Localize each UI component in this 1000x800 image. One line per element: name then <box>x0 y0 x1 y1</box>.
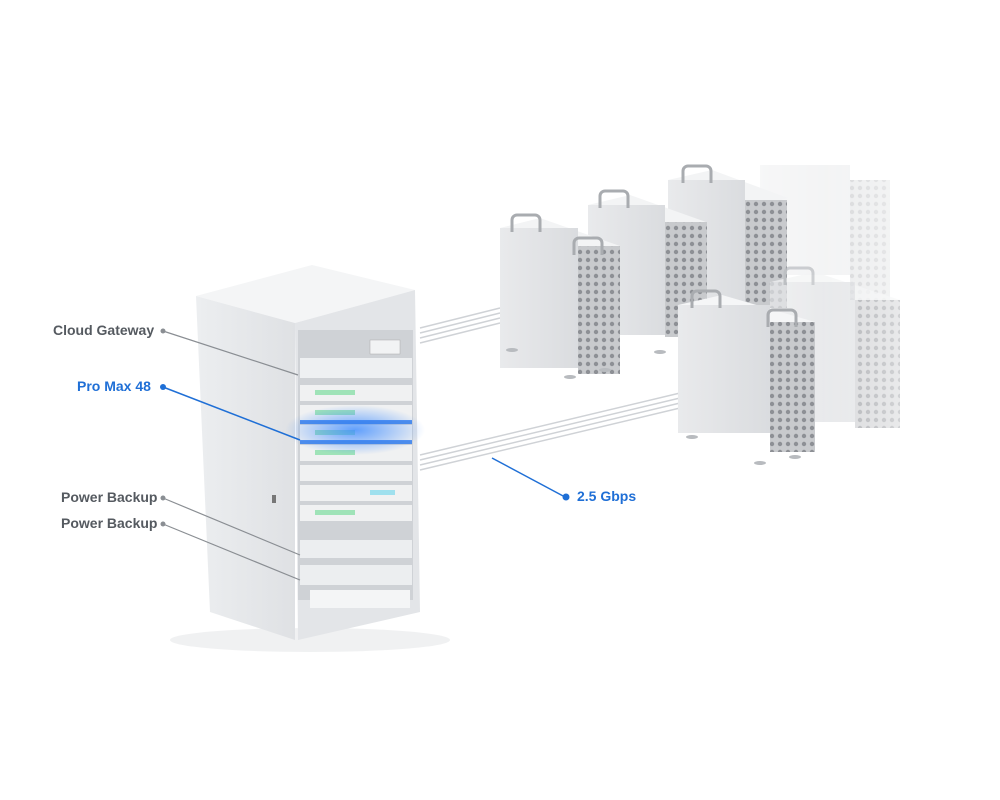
label-power-backup-1: Power Backup <box>61 489 158 505</box>
fade-overlay <box>820 100 1000 500</box>
cable-bundle-upper <box>419 307 501 344</box>
label-pro-max-48: Pro Max 48 <box>77 378 151 394</box>
rack-cabinet <box>170 265 450 652</box>
server-tower <box>678 289 815 465</box>
pro-max-48-highlight <box>285 405 425 455</box>
server-tower <box>500 213 620 379</box>
label-power-backup-2: Power Backup <box>61 515 158 531</box>
cable-bundle-lower <box>419 392 681 471</box>
label-cloud-gateway: Cloud Gateway <box>53 322 155 338</box>
label-link-speed: 2.5 Gbps <box>577 488 637 504</box>
leader-lines <box>162 330 566 581</box>
leader-dots <box>160 328 570 527</box>
